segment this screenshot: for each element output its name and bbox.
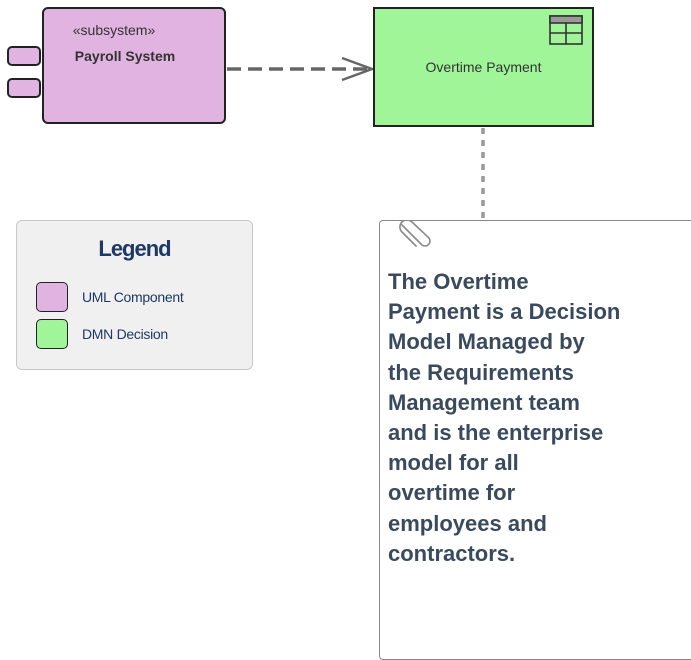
payroll-system-component[interactable] — [42, 7, 226, 124]
dependency-arrowhead — [341, 56, 376, 82]
component-stereotype: «subsystem» — [72, 22, 156, 38]
paperclip-icon — [399, 221, 431, 247]
note-text: The Overtime Payment is a Decision Model… — [388, 269, 621, 566]
legend-swatch-uml-component — [36, 282, 68, 312]
component-port-bottom — [7, 78, 41, 98]
legend-label-dmn-decision: DMN Decision — [82, 326, 168, 342]
note-box[interactable] — [379, 220, 691, 660]
component-port-top — [7, 46, 41, 66]
legend-label-uml-component: UML Component — [82, 289, 184, 305]
component-name: Payroll System — [74, 48, 176, 64]
legend-title: Legend — [98, 236, 171, 261]
decision-table-icon — [549, 15, 583, 45]
decision-name: Overtime Payment — [425, 59, 542, 75]
legend-swatch-dmn-decision — [36, 319, 68, 349]
